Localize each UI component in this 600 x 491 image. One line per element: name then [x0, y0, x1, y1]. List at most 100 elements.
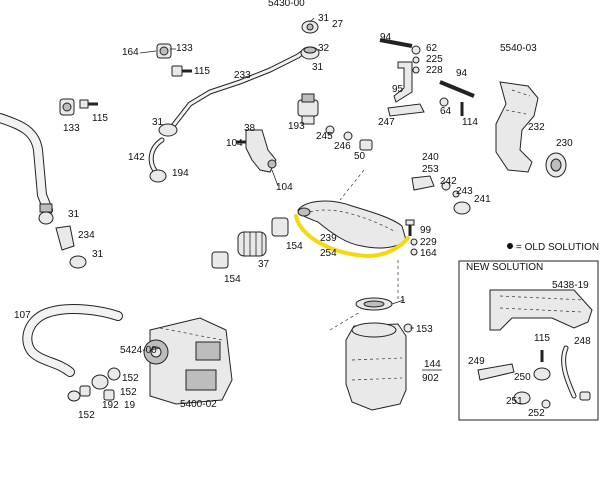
parts-245-246-50 [325, 125, 373, 151]
bellows-37 [237, 231, 267, 257]
intake-pipe-239 [297, 200, 407, 249]
label-153: 153 [416, 324, 433, 335]
label-234: 234 [78, 230, 95, 241]
label-5430-top: 5430-00 [268, 0, 305, 9]
legend: = OLD SOLUTION [507, 242, 599, 253]
air-filter-housing [345, 297, 413, 411]
label-228: 228 [426, 65, 443, 76]
inset-label-115: 115 [534, 333, 550, 344]
air-duct-232 [495, 81, 539, 173]
hose-107 [22, 304, 123, 377]
leader-lines [139, 17, 414, 351]
label-50: 50 [354, 151, 366, 162]
inset-parts [477, 345, 591, 409]
label-142: 142 [128, 152, 145, 163]
label-5540: 5540-03 [500, 43, 537, 54]
label-115-top: 115 [194, 66, 210, 77]
label-230: 230 [556, 138, 573, 149]
label-902: 902 [422, 373, 439, 384]
label-107: 107 [14, 310, 31, 321]
label-133-top: 133 [176, 43, 193, 54]
sensor-240 [411, 175, 471, 215]
hose-154-left [211, 251, 229, 269]
engine-block [143, 317, 233, 405]
label-152-c: 152 [122, 373, 139, 384]
label-5424: 5424-00 [120, 345, 157, 356]
hose-142 [148, 137, 165, 175]
label-31-top: 31 [318, 13, 330, 24]
clamp-31-mid [158, 123, 178, 137]
label-104-a: 104 [226, 138, 243, 149]
label-38: 38 [244, 123, 256, 134]
label-239: 239 [320, 233, 337, 244]
label-95: 95 [392, 84, 404, 95]
label-133-left: 133 [63, 123, 80, 134]
label-154-left: 154 [224, 274, 241, 285]
label-233: 233 [234, 70, 251, 81]
label-62: 62 [426, 43, 438, 54]
parts-99-229-164 [405, 219, 418, 256]
inset-title: NEW SOLUTION [466, 262, 543, 273]
label-5400: 5400-02 [180, 399, 217, 410]
hose-234 [38, 211, 87, 269]
parts-152-group [67, 367, 121, 402]
label-37: 37 [258, 259, 270, 270]
label-31-d: 31 [68, 209, 80, 220]
legend-text: = OLD SOLUTION [516, 242, 599, 253]
inset-label-250: 250 [514, 372, 531, 383]
label-193: 193 [288, 121, 305, 132]
legend-dot-icon [507, 243, 513, 249]
inset-duct-5438 [489, 289, 593, 331]
label-19: 19 [124, 400, 136, 411]
bolt-115-top [171, 65, 192, 77]
label-94-a: 94 [380, 32, 392, 43]
bracket-38 [236, 129, 277, 173]
label-245: 245 [316, 131, 333, 142]
inset-label-5438: 5438-19 [552, 280, 589, 291]
clamp-194 [149, 169, 167, 183]
label-31-e: 31 [92, 249, 104, 260]
label-229: 229 [420, 237, 437, 248]
inset-label-248: 248 [574, 336, 591, 347]
bolt-115-left [79, 99, 98, 109]
hose-154-right [271, 217, 289, 237]
label-104-b: 104 [276, 182, 293, 193]
left-top-hose [0, 113, 53, 215]
highlight-curve [294, 214, 410, 259]
label-240: 240 [422, 152, 439, 163]
label-225: 225 [426, 54, 443, 65]
inset-label-249: 249 [468, 356, 485, 367]
bracket-94-right [439, 80, 475, 116]
pipe-233 [167, 47, 309, 133]
new-solution-inset: NEW SOLUTION 5438-19 115 249 248 250 251… [458, 260, 599, 421]
label-194: 194 [172, 168, 189, 179]
label-144: 144 [424, 359, 441, 370]
inset-label-252: 252 [528, 408, 545, 419]
hose-230 [545, 152, 567, 178]
label-99: 99 [420, 225, 432, 236]
label-114: 114 [462, 117, 478, 128]
label-27: 27 [332, 19, 344, 30]
label-115-left: 115 [92, 113, 108, 124]
bracket-94-group [379, 38, 425, 117]
clamp-133-top [156, 43, 172, 59]
label-242: 242 [440, 176, 457, 187]
label-243: 243 [456, 186, 473, 197]
inset-label-251: 251 [506, 396, 523, 407]
label-164-b: 164 [420, 248, 437, 259]
label-254: 254 [320, 248, 337, 259]
label-253: 253 [422, 164, 439, 175]
dash-lead-3 [339, 169, 365, 201]
label-154-right: 154 [286, 241, 303, 252]
label-64: 64 [440, 106, 452, 117]
label-94-b: 94 [456, 68, 468, 79]
label-192: 192 [102, 400, 119, 411]
clamp-31-top [301, 20, 319, 34]
label-247: 247 [378, 117, 395, 128]
label-246: 246 [334, 141, 351, 152]
clamp-32 [300, 46, 320, 60]
label-31-b: 31 [312, 62, 324, 73]
label-152-a: 152 [120, 387, 137, 398]
part-labels: 5430-00 31 27 32 31 164 133 115 233 133 … [14, 0, 573, 421]
